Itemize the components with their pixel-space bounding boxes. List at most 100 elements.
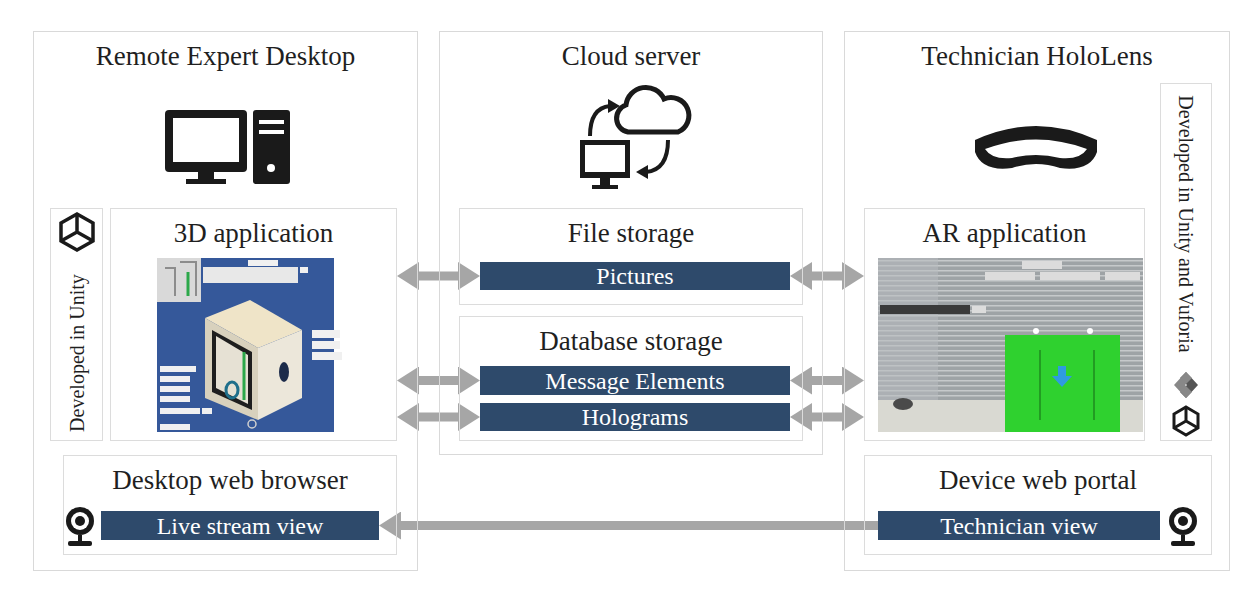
ui-button (312, 352, 342, 360)
arrow (397, 521, 878, 530)
device-panel: Remote Expert DesktopDeveloped in Unity 3… (33, 31, 418, 571)
logo-hexagon (1174, 407, 1198, 435)
direction-arrow (1052, 366, 1072, 387)
sync-arrow (590, 106, 610, 136)
logo-lines (1174, 407, 1198, 428)
box-right-face (258, 330, 302, 420)
portal-box: Device web portalTechnician view (864, 455, 1212, 555)
hologram-lines (1040, 350, 1094, 420)
ar-screenshot (878, 258, 1143, 432)
double-arrow (808, 413, 846, 422)
ui-field (202, 408, 212, 414)
logo-chevron (1174, 372, 1192, 398)
ui-button (985, 272, 1035, 280)
app-box: 3D application (110, 208, 397, 441)
desk-object (893, 398, 913, 410)
green-rod (243, 352, 246, 400)
desktop-icon (165, 110, 290, 184)
inset-rod (187, 272, 190, 296)
screen-background (157, 258, 334, 432)
bar-label: Holograms (582, 404, 689, 430)
box-title: Desktop web browser (112, 464, 347, 496)
monitor-stand (600, 178, 610, 186)
ui-button (160, 424, 190, 430)
ui-button (300, 267, 308, 273)
double-arrow (808, 376, 846, 385)
cloud-shape (617, 87, 689, 132)
unity-logo (1174, 407, 1198, 435)
ui-field (160, 408, 200, 414)
camera-stand (78, 535, 82, 542)
storage-box: File storagePictures (459, 208, 803, 305)
data-bar: Message Elements (480, 366, 790, 395)
camera-ring (71, 512, 89, 530)
bar-label: Technician view (940, 513, 1098, 539)
unity-logo (61, 214, 93, 250)
vuforia-logo (1174, 372, 1198, 398)
window-blinds (878, 258, 1143, 432)
headset-visor (985, 140, 1087, 159)
desktop-screenshot (157, 258, 342, 432)
coil (226, 382, 238, 398)
webcam-icon (1169, 507, 1197, 546)
camera-lens (1178, 516, 1188, 526)
camera-stand (1181, 535, 1185, 542)
webcam-icon (66, 507, 94, 546)
ui-field (160, 366, 196, 372)
message-panel (880, 305, 970, 314)
side-label: Developed in Unity and Vuforia (1174, 95, 1198, 352)
ui-field (160, 396, 190, 402)
camera-base (68, 541, 92, 546)
box-title: AR application (922, 217, 1086, 249)
cloud-sync-icon (580, 87, 689, 189)
ui-button (972, 306, 986, 313)
drive-slot (259, 130, 284, 134)
ui-field (160, 386, 190, 392)
data-bar: Holograms (480, 403, 790, 431)
monitor-base (592, 185, 618, 189)
tool-strip: Developed in Unity (50, 208, 103, 441)
sync-arrow-head (608, 99, 620, 113)
green-hologram (1005, 335, 1120, 432)
bar-label: Pictures (596, 263, 673, 289)
bar-label: Message Elements (545, 368, 724, 394)
monitor-frame (580, 140, 630, 178)
camera-lens (75, 516, 85, 526)
tool-strip: Developed in Unity and Vuforia (1160, 83, 1212, 441)
ui-button (1022, 261, 1062, 269)
headset-body (975, 126, 1097, 169)
browser-box: Desktop web browserLive stream view (63, 455, 397, 555)
sync-arrow (646, 140, 668, 172)
box-title: Database storage (539, 325, 723, 357)
ui-button (248, 260, 278, 266)
monitor-stand (198, 172, 214, 180)
box-title: Remote Expert Desktop (96, 40, 355, 72)
ui-button (1040, 272, 1100, 280)
camera-body (66, 507, 94, 535)
app-box: AR application (864, 208, 1145, 441)
box-title: File storage (568, 217, 695, 249)
box-title: Cloud server (562, 40, 701, 72)
box-title: Technician HoloLens (921, 40, 1152, 72)
camera-base (1171, 541, 1195, 546)
view-bar: Technician view (878, 511, 1160, 540)
power-button (267, 164, 275, 172)
box-title: 3D application (174, 217, 334, 249)
box-back-wall (216, 336, 248, 404)
inset-lines (165, 262, 196, 296)
device-panel: Technician HoloLens AR application Develop… (844, 31, 1230, 571)
drive-slot (259, 120, 284, 124)
monitor-screen (585, 145, 625, 172)
camera-ring (1174, 512, 1192, 530)
ui-button (312, 330, 340, 338)
ui-button (1105, 272, 1140, 280)
camera-inset (157, 258, 201, 302)
server-panel: Cloud serverFile storagePicturesDatabase… (439, 31, 823, 455)
sync-arrow-head (636, 165, 648, 179)
monitor-base (186, 179, 226, 184)
camera-body (1169, 507, 1197, 535)
storage-box: Database storageMessage ElementsHologram… (459, 316, 803, 441)
hololens-icon (975, 126, 1097, 169)
